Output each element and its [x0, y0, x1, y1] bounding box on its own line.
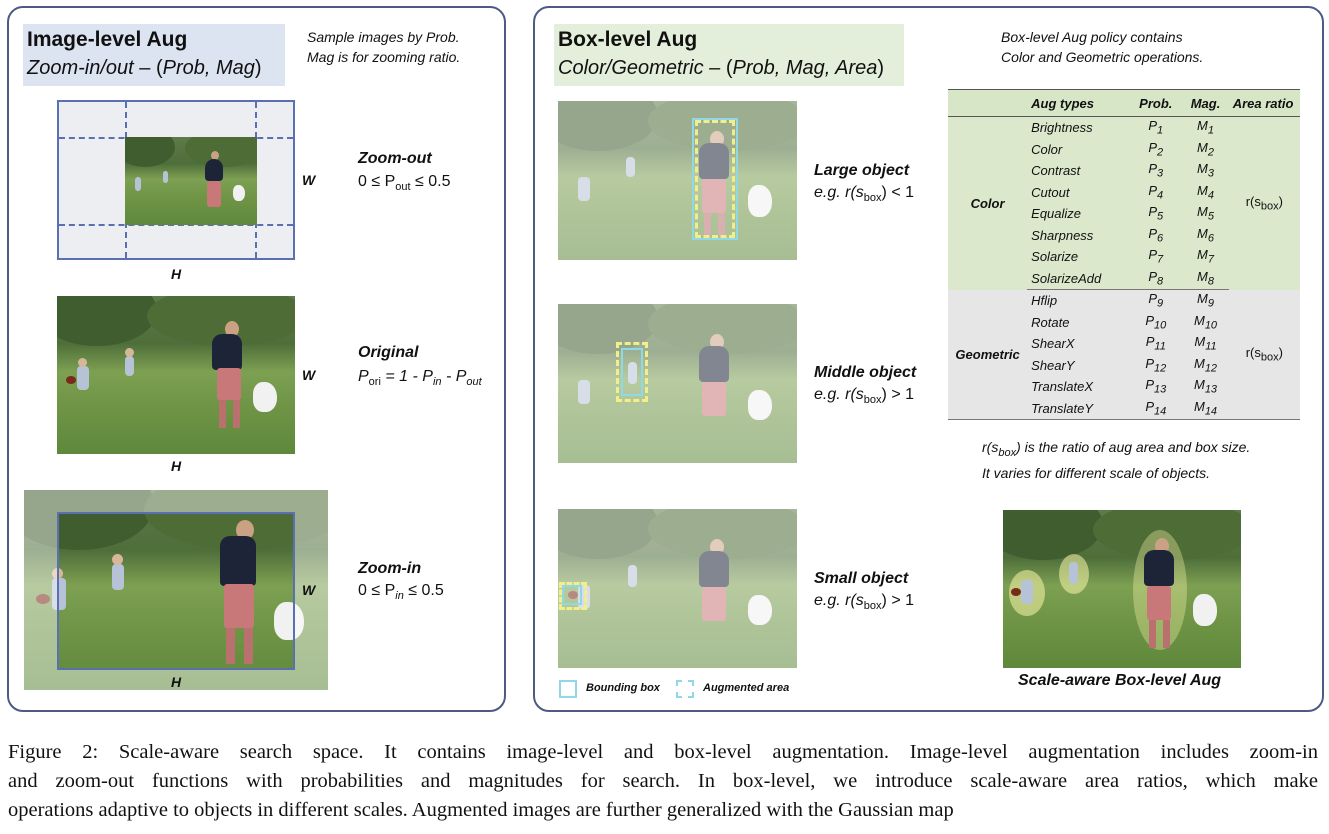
caption-line-3: operations adaptive to objects in differ…: [8, 799, 954, 821]
zoom-in-formula: 0 ≤ Pin ≤ 0.5: [358, 582, 444, 603]
bounding-box-legend-icon: [559, 680, 577, 698]
large-object-title: Large object: [814, 162, 910, 179]
caption-line-1: Figure 2: Scale-aware search space. It c…: [8, 741, 1318, 763]
large-object-formula: e.g. r(sbox) < 1: [814, 184, 915, 205]
original-w-label: W: [302, 367, 316, 383]
original-title: Original: [358, 344, 419, 361]
image-level-note: Sample images by Prob. Mag is for zoomin…: [307, 29, 461, 65]
figure-caption: Figure 2: Scale-aware search space. It c…: [8, 738, 1318, 825]
scale-aware-label: Scale-aware Box-level Aug: [1018, 672, 1222, 689]
original-photo: [57, 296, 295, 454]
zoom-out-formula: 0 ≤ Pout ≤ 0.5: [358, 173, 451, 194]
original-formula: Pori = 1 - Pin - Pout: [358, 368, 482, 389]
zoom-in-h-label: H: [171, 674, 182, 690]
middle-object-photo: [558, 304, 797, 463]
zoom-out-photo: [125, 137, 257, 225]
augmented-area-legend-icon: [676, 680, 694, 698]
table-row: Color Brightness P1 M1 r(sbox): [948, 116, 1300, 290]
box-level-title: Box-level Aug: [558, 28, 698, 51]
image-level-title-box: Image-level Aug Zoom-in/out – (Prob, Mag…: [23, 24, 285, 86]
zoom-in-w-label: W: [302, 582, 316, 598]
zoom-in-photo: [24, 490, 328, 690]
small-aug-area: [559, 582, 587, 610]
geometric-area-ratio: r(sbox): [1228, 289, 1300, 420]
zoom-out-figure: [57, 100, 295, 260]
large-bounding-box: [692, 118, 738, 240]
box-level-title-box: Box-level Aug Color/Geometric – (Prob, M…: [554, 24, 904, 86]
zoom-out-h-label: H: [171, 266, 182, 282]
augmented-area-legend-label: Augmented area: [703, 682, 790, 694]
color-group-label: Color: [948, 116, 1028, 290]
middle-object-formula: e.g. r(sbox) > 1: [814, 386, 915, 407]
image-level-subtitle: Zoom-in/out – (Prob, Mag): [27, 57, 262, 79]
table-row: Geometric Hflip P9 M9 r(sbox): [948, 289, 1300, 420]
middle-bounding-box: [621, 348, 643, 396]
large-object-photo: [558, 101, 797, 260]
zoom-out-w-label: W: [302, 172, 316, 188]
small-object-title: Small object: [814, 570, 909, 587]
ratio-note: r(sbox) is the ratio of aug area and box…: [982, 439, 1251, 481]
caption-line-2: and zoom-out functions with probabilitie…: [8, 770, 1318, 792]
small-bounding-box: [562, 585, 582, 605]
middle-object-title: Middle object: [814, 364, 917, 381]
box-level-note: Box-level Aug policy contains Color and …: [1001, 29, 1204, 65]
box-level-subtitle: Color/Geometric – (Prob, Mag, Area): [558, 57, 885, 79]
geometric-group-label: Geometric: [948, 289, 1028, 420]
bounding-box-legend-label: Bounding box: [586, 682, 660, 694]
scale-aware-photo: [1003, 510, 1241, 668]
small-object-formula: e.g. r(sbox) > 1: [814, 592, 915, 613]
small-object-photo: [558, 509, 797, 668]
large-aug-area: [695, 120, 735, 238]
zoom-in-frame: [57, 512, 295, 670]
aug-policy-table: Aug types Prob. Mag. Area ratio Color Br…: [948, 89, 1300, 420]
image-level-title: Image-level Aug: [27, 28, 188, 51]
original-h-label: H: [171, 458, 182, 474]
zoom-out-title: Zoom-out: [358, 150, 432, 167]
table-header-row: Aug types Prob. Mag. Area ratio: [948, 89, 1300, 117]
color-area-ratio: r(sbox): [1228, 116, 1300, 290]
middle-aug-area: [616, 342, 648, 402]
zoom-in-title: Zoom-in: [358, 560, 422, 577]
